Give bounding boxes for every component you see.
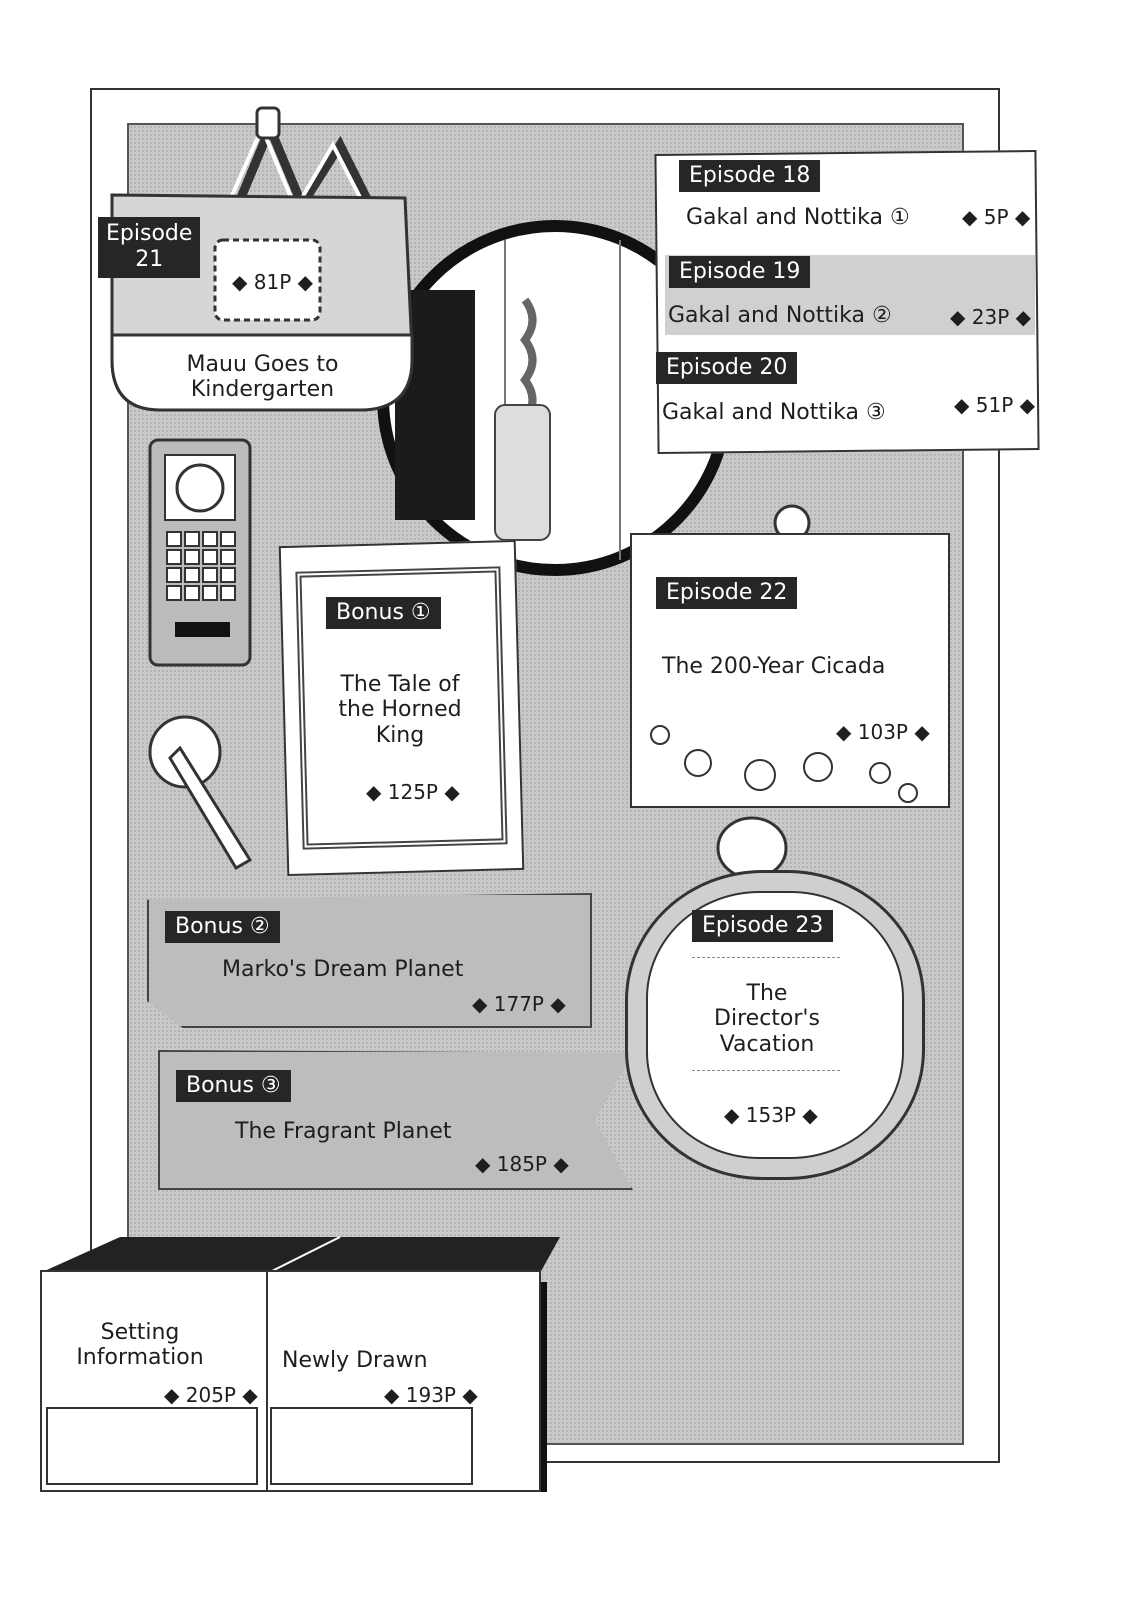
episode-23-title-line3: Vacation <box>719 1031 815 1057</box>
box-top <box>40 1236 560 1274</box>
bonus-3-label: Bonus ③ <box>176 1070 291 1102</box>
bonus-1-title-line1: The Tale of <box>340 672 460 697</box>
episode-23-title-line2: Director's <box>714 1006 820 1032</box>
setting-information-title-line2: Information <box>76 1345 204 1371</box>
episode-18-title: Gakal and Nottika ① <box>686 205 910 230</box>
episode-20-number-mark: ③ <box>865 400 886 425</box>
episode-21-label-line2: 21 <box>135 247 164 273</box>
bonus-1-title-line2: the Horned <box>338 697 462 723</box>
boxes-illustration <box>40 1236 560 1492</box>
setting-information-page: ◆ 205P ◆ <box>164 1383 258 1407</box>
bonus-2-label: Bonus ② <box>165 911 280 943</box>
door-handle-illustration <box>148 715 222 789</box>
episode-22-page: ◆ 103P ◆ <box>836 720 930 744</box>
episode-18-title-text: Gakal and Nottika <box>686 205 883 230</box>
episode-18-page: ◆ 5P ◆ <box>962 205 1031 229</box>
episode-19-title-text: Gakal and Nottika <box>668 303 865 328</box>
episode-23-rule <box>692 957 840 958</box>
episode-21-title-line2: Kindergarten <box>190 377 335 403</box>
episode-21-title: Mauu Goes to Kindergarten <box>150 352 375 403</box>
episode-20-title: Gakal and Nottika ③ <box>662 400 886 425</box>
episode-21-page: ◆ 81P ◆ <box>232 270 313 294</box>
episode-18-label: Episode 18 <box>679 160 821 192</box>
episode-23-title-line1: The <box>746 981 788 1006</box>
episode-23-title: The Director's Vacation <box>697 981 837 1057</box>
episode-20-page: ◆ 51P ◆ <box>954 393 1035 417</box>
episode-22-title: The 200-Year Cicada <box>662 654 886 679</box>
episode-20-title-text: Gakal and Nottika <box>662 400 859 425</box>
bonus-1-page: ◆ 125P ◆ <box>366 780 460 804</box>
newly-drawn-title: Newly Drawn <box>282 1348 428 1373</box>
episode-19-number-mark: ② <box>871 303 892 328</box>
bonus-3-page: ◆ 185P ◆ <box>475 1152 569 1176</box>
episode-19-page: ◆ 23P ◆ <box>950 305 1031 329</box>
episode-20-label: Episode 20 <box>656 352 798 384</box>
setting-information-box <box>40 1270 270 1492</box>
episode-23-label: Episode 23 <box>692 910 834 942</box>
episode-21-label-line1: Episode <box>106 221 193 246</box>
episode-23-rule-bottom <box>692 1070 840 1071</box>
bonus-2-title: Marko's Dream Planet <box>222 957 464 982</box>
episode-22-label: Episode 22 <box>656 577 798 609</box>
episode-19-label: Episode 19 <box>669 256 811 288</box>
episode-19-title: Gakal and Nottika ② <box>668 303 892 328</box>
episode-21-title-line1: Mauu Goes to <box>186 352 339 377</box>
bonus-1-title: The Tale of the Horned King <box>320 672 480 748</box>
setting-information-title: Setting Information <box>55 1320 225 1371</box>
bonus-1-title-line3: King <box>375 722 425 748</box>
bonus-3-title: The Fragrant Planet <box>235 1119 452 1144</box>
setting-information-title-line1: Setting <box>100 1320 180 1345</box>
episode-18-number-mark: ① <box>889 205 910 230</box>
doodles-illustration <box>650 725 918 803</box>
newly-drawn-box <box>266 1270 541 1492</box>
episode-23-page: ◆ 153P ◆ <box>724 1103 818 1127</box>
newly-drawn-page: ◆ 193P ◆ <box>384 1383 478 1407</box>
episode-21-label: Episode 21 <box>98 217 201 278</box>
bonus-2-page: ◆ 177P ◆ <box>472 992 566 1016</box>
bonus-1-label: Bonus ① <box>326 597 441 629</box>
